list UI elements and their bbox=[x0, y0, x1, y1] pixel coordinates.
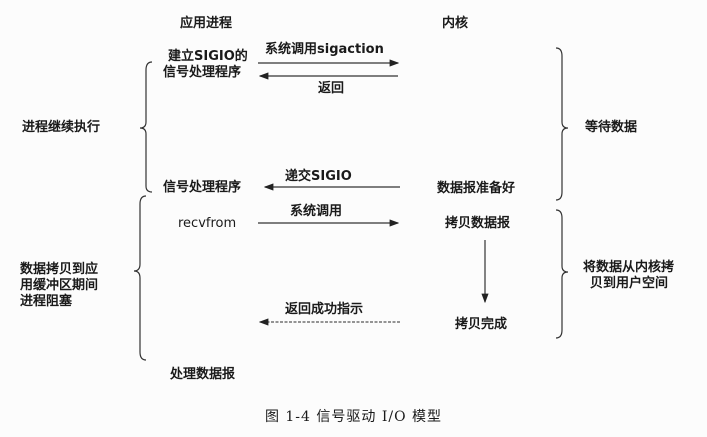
process-datagram: 处理数据报 bbox=[170, 367, 236, 382]
label-syscall: 系统调用 bbox=[290, 204, 343, 219]
datagram-ready: 数据报准备好 bbox=[437, 181, 516, 196]
brace-blocked bbox=[133, 195, 147, 361]
kernel-header: 内核 bbox=[442, 16, 469, 31]
brace-continue bbox=[139, 61, 153, 193]
copy-phase-line2: 贝到用户空间 bbox=[590, 276, 669, 291]
copy-complete: 拷贝完成 bbox=[455, 317, 508, 332]
process-continues: 进程继续执行 bbox=[22, 120, 101, 135]
recvfrom: recvfrom bbox=[178, 216, 237, 231]
label-success: 返回成功指示 bbox=[285, 302, 364, 317]
app-process-header: 应用进程 bbox=[180, 16, 233, 31]
signal-handler: 信号处理程序 bbox=[163, 180, 242, 195]
setup-handler-line2: 信号处理程序 bbox=[163, 65, 242, 80]
brace-copy bbox=[555, 209, 569, 339]
blocked-line2: 用缓冲区期间 bbox=[20, 278, 99, 293]
wait-for-data: 等待数据 bbox=[585, 120, 638, 135]
figure-caption: 图 1-4 信号驱动 I/O 模型 bbox=[264, 409, 443, 425]
copy-datagram: 拷贝数据报 bbox=[445, 216, 511, 231]
label-return: 返回 bbox=[318, 81, 345, 96]
blocked-line1: 数据拷贝到应 bbox=[20, 262, 99, 277]
copy-phase-line1: 将数据从内核拷 bbox=[583, 260, 675, 275]
label-sigaction: 系统调用sigaction bbox=[265, 42, 384, 57]
setup-handler-line1: 建立SIGIO的 bbox=[168, 49, 248, 64]
blocked-line3: 进程阻塞 bbox=[20, 294, 73, 309]
label-deliver-sigio: 递交SIGIO bbox=[285, 169, 352, 184]
brace-wait bbox=[555, 47, 569, 201]
